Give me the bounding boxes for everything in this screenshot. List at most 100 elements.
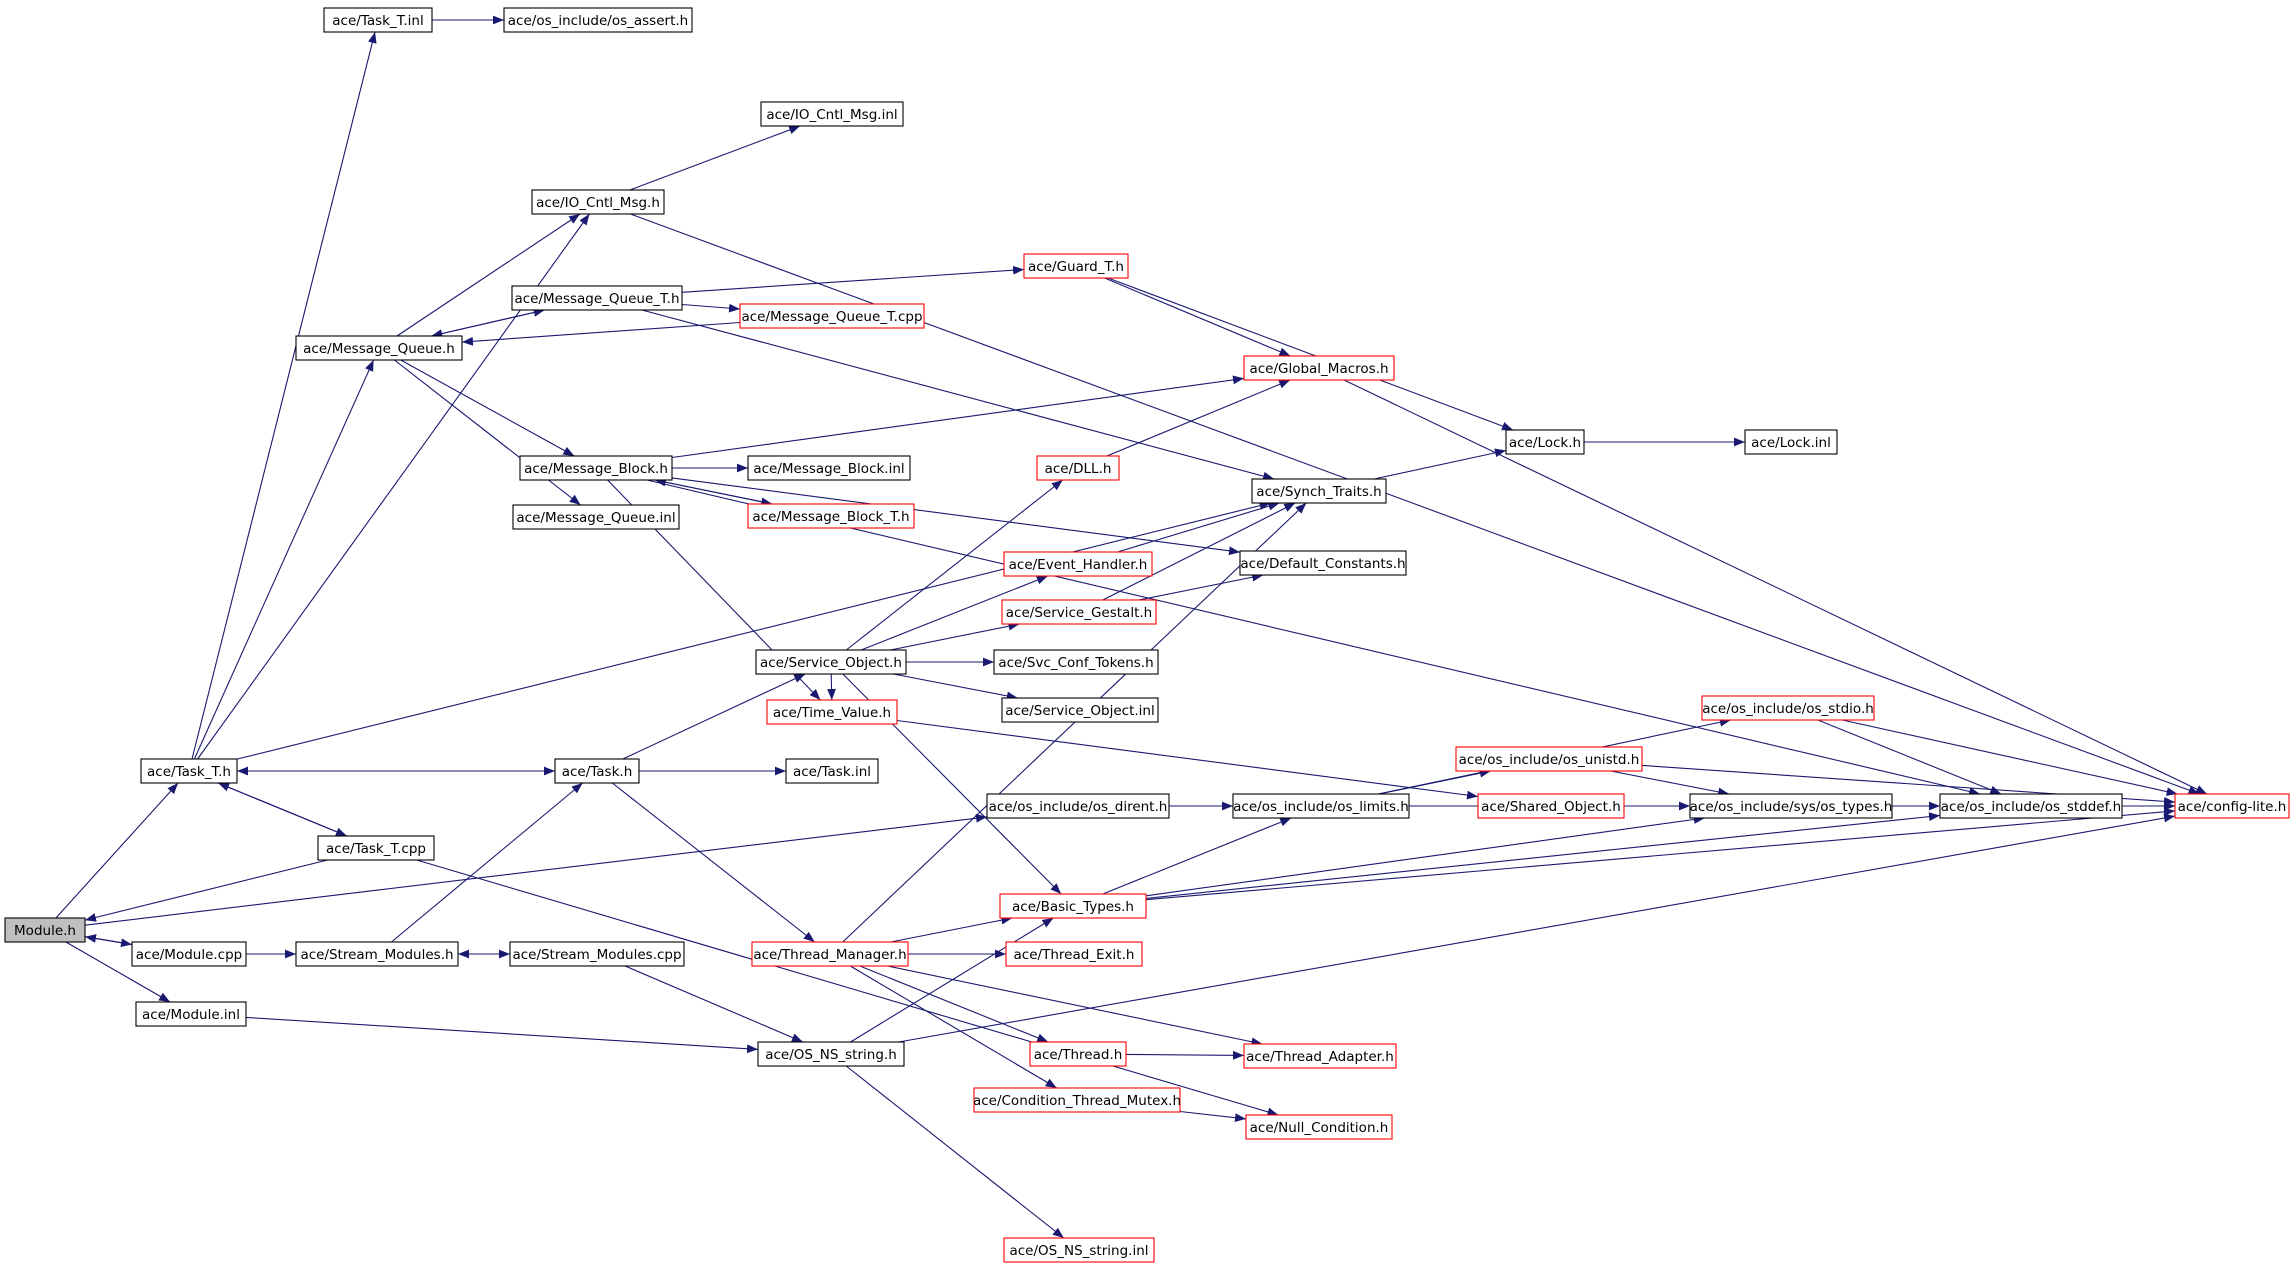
node-label: ace/Task_T.h [147,764,231,780]
node-basic_types_h[interactable]: ace/Basic_Types.h [999,893,1147,919]
node-label: ace/Stream_Modules.cpp [512,947,681,963]
node-io_cntl_msg_h[interactable]: ace/IO_Cntl_Msg.h [531,189,665,215]
edge-thread_manager_h-to-thread_adapter_h [887,965,1263,1047]
edge-task_h-to-service_object_h [622,673,806,760]
node-task_t_h[interactable]: ace/Task_T.h [140,758,238,784]
node-os_types_h[interactable]: ace/os_include/sys/os_types.h [1689,793,1893,819]
node-label: ace/os_include/os_assert.h [508,13,688,29]
node-message_block_inl[interactable]: ace/Message_Block.inl [747,455,911,481]
edge-thread_h-to-thread_adapter_h [1125,1050,1245,1060]
node-label: ace/Message_Queue_T.h [514,291,679,307]
node-null_condition_h[interactable]: ace/Null_Condition.h [1245,1114,1393,1140]
node-box [1689,793,1893,819]
node-box [503,7,693,33]
node-guard_t_h[interactable]: ace/Guard_T.h [1023,253,1129,279]
node-label: ace/Lock.h [1509,435,1581,451]
edge-service_gestalt_h-to-default_constants_h [1138,572,1264,601]
node-box [785,758,879,784]
edge-module_cpp-to-module_h [84,934,133,946]
node-box [1251,478,1387,504]
node-label: ace/Message_Queue.inl [516,510,675,526]
node-global_macros_h[interactable]: ace/Global_Macros.h [1243,355,1395,381]
node-stream_modules_cpp[interactable]: ace/Stream_Modules.cpp [509,941,685,967]
node-box [323,7,433,33]
node-os_assert[interactable]: ace/os_include/os_assert.h [503,7,693,33]
node-os_stddef_h[interactable]: ace/os_include/os_stddef.h [1939,793,2123,819]
edge-message_queue_t_h-to-message_queue_t_cpp [681,303,741,313]
node-os_ns_string_h[interactable]: ace/OS_NS_string.h [757,1041,905,1067]
node-stream_modules_h[interactable]: ace/Stream_Modules.h [295,941,459,967]
edge-condition_thread_mutex_h-to-null_condition_h [1179,1110,1247,1123]
node-event_handler_h[interactable]: ace/Event_Handler.h [1003,551,1153,577]
node-message_queue_h[interactable]: ace/Message_Queue.h [295,335,463,361]
node-label: ace/Shared_Object.h [1481,799,1621,815]
node-task_t_inl[interactable]: ace/Task_T.inl [323,7,433,33]
node-label: ace/Service_Object.h [760,655,902,671]
node-lock_h[interactable]: ace/Lock.h [1505,429,1585,455]
edge-message_queue_t_h-to-message_queue_h [431,309,545,338]
node-service_gestalt_h[interactable]: ace/Service_Gestalt.h [1001,599,1157,625]
node-box [1003,1237,1155,1263]
node-svc_conf_tokens_h[interactable]: ace/Svc_Conf_Tokens.h [993,649,1159,675]
node-box [1243,355,1395,381]
node-label: ace/config-lite.h [2178,799,2287,815]
node-synch_traits_h[interactable]: ace/Synch_Traits.h [1251,478,1387,504]
node-label: ace/os_include/os_limits.h [1233,799,1409,815]
node-message_block_h[interactable]: ace/Message_Block.h [519,455,673,481]
node-thread_adapter_h[interactable]: ace/Thread_Adapter.h [1243,1043,1397,1069]
node-box [519,455,673,481]
node-box [766,699,898,725]
edge-os_ns_string_h-to-os_ns_string_inl [845,1065,1065,1239]
node-module_h[interactable]: Module.h [4,917,86,943]
node-box [509,941,685,967]
node-module_cpp[interactable]: ace/Module.cpp [131,941,247,967]
node-message_block_t_h[interactable]: ace/Message_Block_T.h [747,503,915,529]
edge-basic_types_h-to-os_stddef_h [1145,812,1941,899]
node-message_queue_t_h[interactable]: ace/Message_Queue_T.h [511,285,683,311]
node-service_object_h[interactable]: ace/Service_Object.h [755,649,907,675]
node-task_t_cpp[interactable]: ace/Task_T.cpp [317,835,435,861]
node-label: ace/Lock.inl [1751,435,1831,451]
node-module_inl[interactable]: ace/Module.inl [135,1001,247,1027]
node-message_queue_inl[interactable]: ace/Message_Queue.inl [512,504,680,530]
edge-basic_types_h-to-config_lite_h [1145,807,2176,901]
node-label: ace/Service_Gestalt.h [1006,605,1152,621]
node-message_queue_t_cpp[interactable]: ace/Message_Queue_T.cpp [739,303,925,329]
node-box [1003,551,1153,577]
node-shared_object_h[interactable]: ace/Shared_Object.h [1477,793,1625,819]
node-thread_exit_h[interactable]: ace/Thread_Exit.h [1005,941,1143,967]
node-condition_thread_mutex_h[interactable]: ace/Condition_Thread_Mutex.h [973,1087,1181,1113]
node-os_unistd_h[interactable]: ace/os_include/os_unistd.h [1455,746,1643,772]
node-label: ace/Task_T.inl [332,13,423,29]
node-thread_h[interactable]: ace/Thread.h [1029,1041,1127,1067]
node-time_value_h[interactable]: ace/Time_Value.h [766,699,898,725]
edge-service_object_h-to-event_handler_h [860,575,1049,651]
edge-os_ns_string_h-to-config_lite_h [898,813,2176,1043]
node-label: ace/Condition_Thread_Mutex.h [973,1093,1181,1109]
node-box [760,101,904,127]
node-label: ace/Message_Queue.h [303,341,455,357]
node-label: ace/Thread_Exit.h [1014,947,1135,963]
node-box [755,649,907,675]
node-task_inl[interactable]: ace/Task.inl [785,758,879,784]
node-thread_manager_h[interactable]: ace/Thread_Manager.h [751,941,909,967]
node-io_cntl_msg_inl[interactable]: ace/IO_Cntl_Msg.inl [760,101,904,127]
node-os_stdio_h[interactable]: ace/os_include/os_stdio.h [1701,695,1875,721]
node-os_ns_string_inl[interactable]: ace/OS_NS_string.inl [1003,1237,1155,1263]
node-task_h[interactable]: ace/Task.h [554,758,640,784]
node-layer: Module.h ace/Task_T.inl ace/os_include/os_… [4,7,2290,1263]
node-lock_inl[interactable]: ace/Lock.inl [1744,429,1838,455]
edge-thread_manager_h-to-basic_types_h [890,915,1013,943]
edge-os_stdio_h-to-config_lite_h [1842,719,2178,796]
node-default_constants_h[interactable]: ace/Default_Constants.h [1239,550,1407,576]
node-dll_h[interactable]: ace/DLL.h [1036,455,1120,481]
node-os_dirent_h[interactable]: ace/os_include/os_dirent.h [986,793,1170,819]
node-config_lite_h[interactable]: ace/config-lite.h [2174,793,2290,819]
node-os_limits_h[interactable]: ace/os_include/os_limits.h [1232,793,1410,819]
edge-os_unistd_h-to-os_types_h [1610,770,1730,797]
node-box [993,649,1159,675]
node-label: ace/os_include/os_unistd.h [1459,752,1640,768]
node-box [554,758,640,784]
node-service_object_inl[interactable]: ace/Service_Object.inl [1001,697,1159,723]
